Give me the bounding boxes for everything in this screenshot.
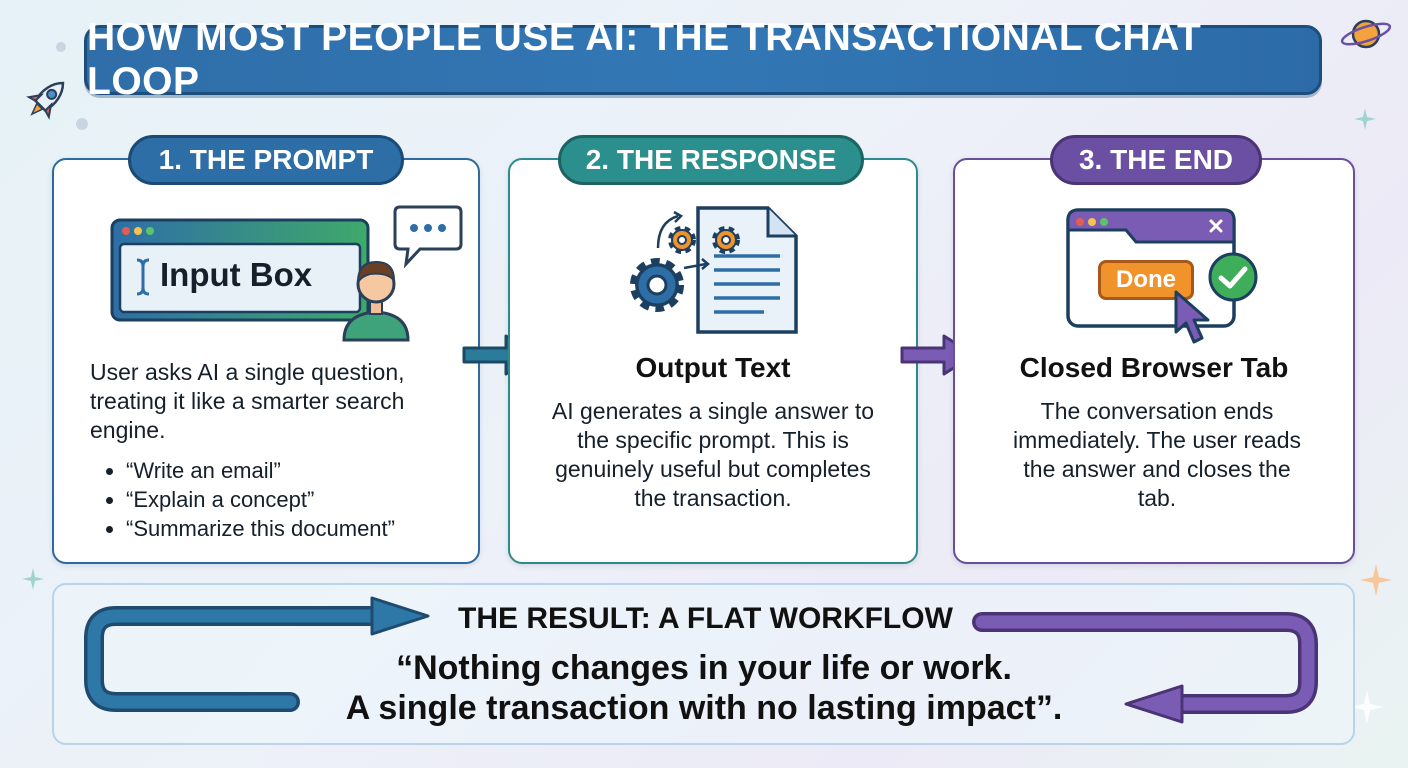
end-heading: Closed Browser Tab (1019, 352, 1289, 383)
response-description: AI generates a single answer to the spec… (551, 398, 875, 511)
done-button-label: Done (1116, 266, 1176, 293)
decor-dot (56, 42, 66, 52)
list-item: “Write an email” (126, 456, 466, 485)
input-box-label: Input Box (160, 256, 313, 293)
end-description: The conversation ends immediately. The u… (1012, 398, 1302, 511)
cursor-icon (1174, 290, 1210, 344)
prompt-examples-list: “Write an email” “Explain a concept” “Su… (104, 456, 466, 543)
result-quote: “Nothing changes in your life or work. A… (300, 648, 1108, 728)
checkmark-icon (1208, 252, 1258, 302)
sparkle-icon (22, 568, 44, 590)
result-title: THE RESULT: A FLAT WORKFLOW (458, 602, 953, 635)
sparkle-icon (1354, 108, 1376, 130)
list-item: “Summarize this document” (126, 514, 466, 543)
step-badge-end: 3. THE END (1050, 135, 1262, 185)
close-icon (1209, 219, 1223, 233)
process-arrow-icon (656, 210, 710, 270)
result-quote-line: A single transaction with no lasting imp… (345, 689, 1063, 727)
step-badge-label: 2. THE RESPONSE (585, 144, 837, 175)
gear-icon (630, 258, 684, 312)
sparkle-icon (1350, 690, 1384, 724)
loop-arrow-right (972, 612, 1318, 724)
sparkle-icon (1360, 564, 1392, 596)
result-quote-line: “Nothing changes in your life or work. (396, 649, 1012, 687)
prompt-description: User asks AI a single question, treating… (90, 359, 405, 443)
page-title: HOW MOST PEOPLE USE AI: THE TRANSACTIONA… (87, 16, 1202, 103)
step-badge-response: 2. THE RESPONSE (558, 135, 864, 185)
list-item: “Explain a concept” (126, 485, 466, 514)
gear-icon (712, 226, 740, 254)
text-cursor-icon (136, 258, 150, 296)
gear-icon (668, 226, 696, 254)
step-badge-prompt: 1. THE PROMPT (128, 135, 404, 185)
step-badge-label: 1. THE PROMPT (158, 144, 374, 175)
decor-dot (76, 118, 88, 130)
title-banner: HOW MOST PEOPLE USE AI: THE TRANSACTIONA… (84, 16, 1322, 103)
planet-icon (1340, 19, 1392, 49)
response-heading: Output Text (635, 352, 791, 383)
user-avatar-icon (342, 260, 410, 342)
speech-bubble-icon (393, 205, 463, 268)
rocket-icon (26, 81, 65, 120)
loop-arrow-left (84, 596, 430, 712)
step-badge-label: 3. THE END (1078, 144, 1234, 175)
